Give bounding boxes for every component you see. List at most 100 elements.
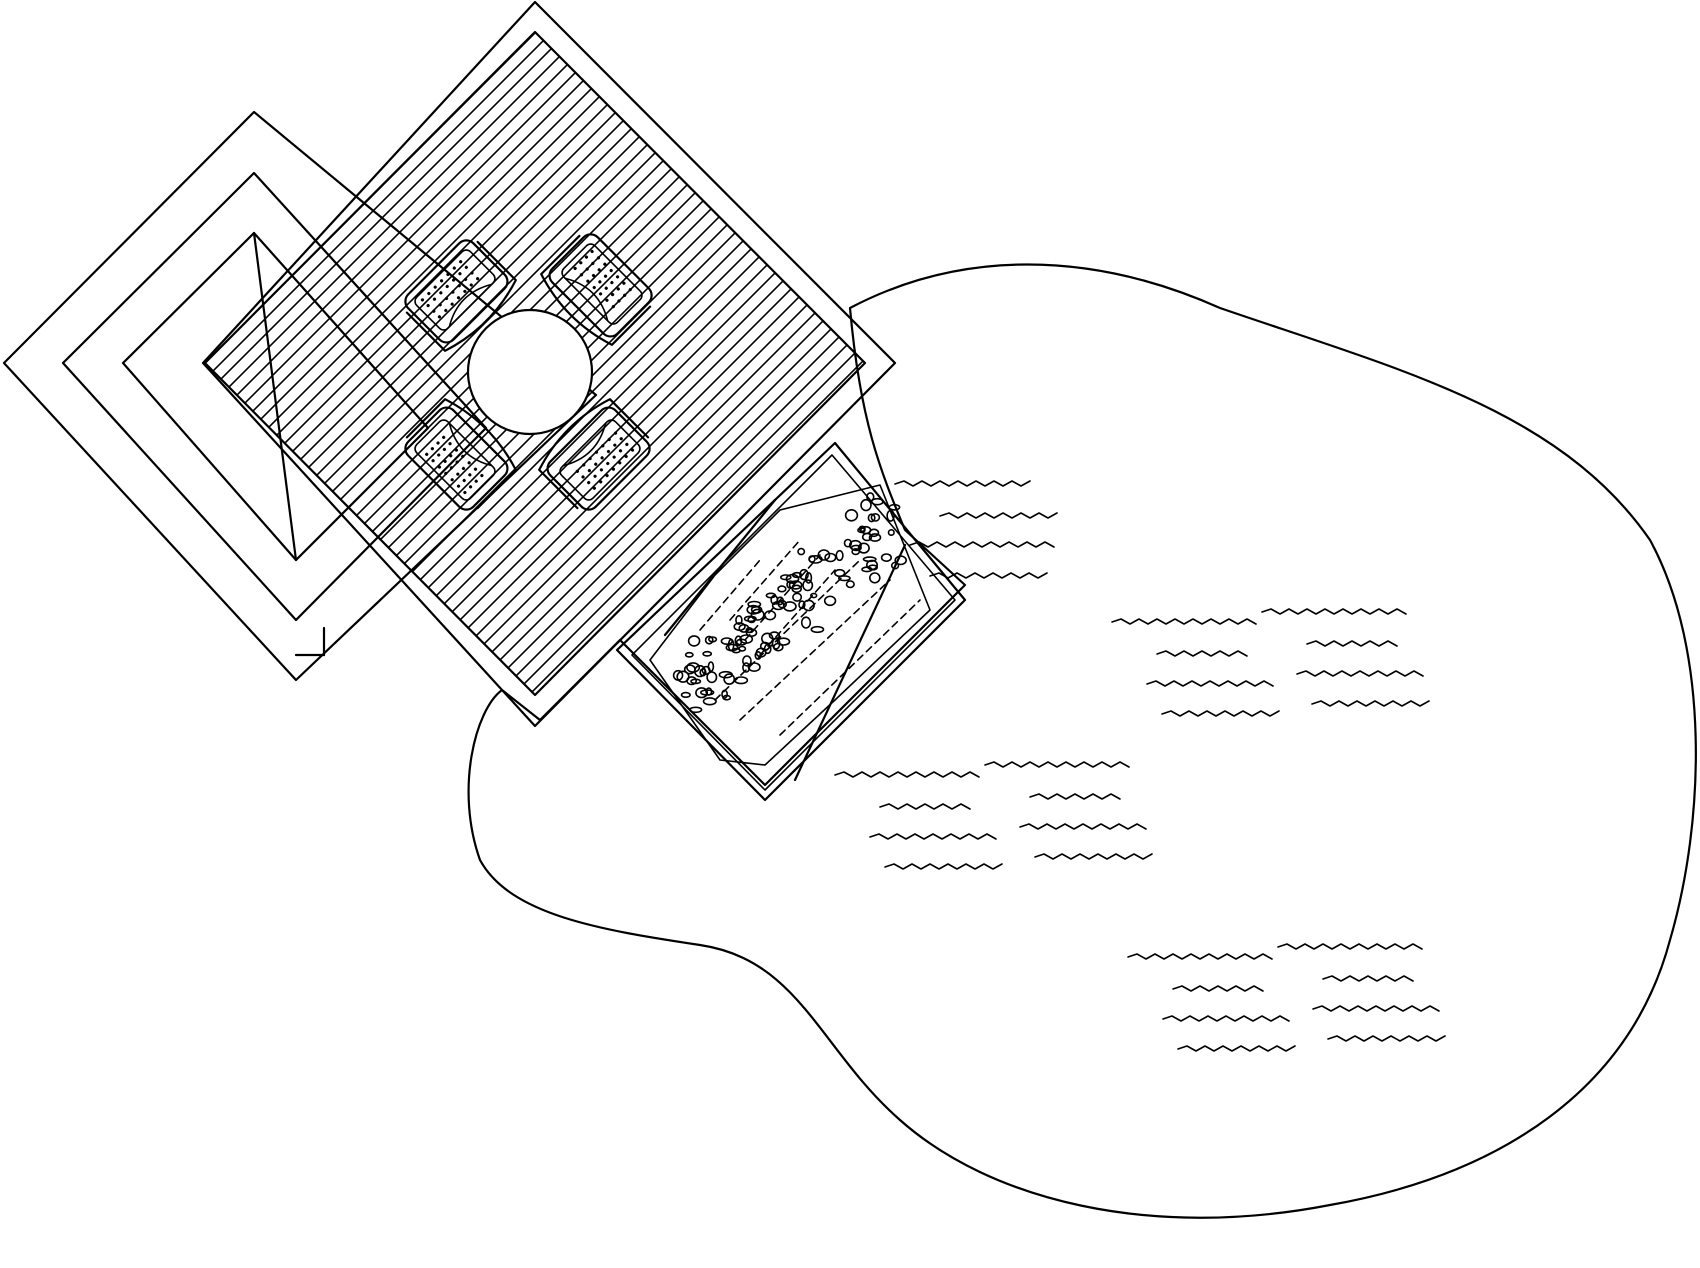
deck-board (831, 32, 865, 695)
pebble (800, 616, 812, 629)
deck-board (239, 32, 865, 695)
deck-board (205, 32, 537, 695)
ripple (1156, 650, 1248, 657)
pebble (860, 498, 872, 512)
pebble (810, 625, 825, 634)
ripple (1177, 1045, 1296, 1052)
deck-board (205, 32, 825, 695)
ripple (929, 572, 1048, 579)
pebble (858, 525, 866, 533)
pebble (695, 687, 709, 699)
deck-board (815, 32, 865, 695)
deck-board (205, 32, 865, 695)
pebble (684, 651, 694, 658)
deck-board (205, 32, 729, 695)
garden-line (759, 569, 836, 656)
ripple (909, 541, 1055, 548)
pebble (861, 532, 873, 542)
pebble (870, 497, 884, 506)
water-ripples (834, 480, 1446, 1052)
deck-board (479, 32, 865, 695)
pebble (706, 671, 718, 684)
ripple (1111, 618, 1257, 625)
deck-board (912, 0, 1700, 1000)
pebble (838, 575, 851, 582)
ripple (869, 833, 997, 840)
deck-board (495, 32, 865, 695)
pebble (808, 555, 816, 563)
ripple (884, 863, 1003, 870)
pebble (792, 592, 803, 602)
pebble (868, 572, 881, 584)
pebble (835, 549, 844, 562)
deck-board (205, 32, 569, 695)
deck-board (639, 32, 865, 695)
deck-board (205, 32, 865, 695)
pebble (704, 635, 714, 645)
pebble (888, 503, 901, 511)
deck-board (511, 32, 865, 695)
round-table (466, 308, 594, 436)
ripple (1296, 670, 1424, 677)
deck-board (205, 32, 633, 695)
pebble (702, 650, 713, 657)
garden-line (739, 579, 891, 721)
ripple (1146, 680, 1274, 687)
pebble (866, 492, 875, 502)
deck-board (205, 32, 865, 695)
deck-board (383, 32, 865, 695)
pebble (894, 555, 908, 566)
ripple (1277, 943, 1423, 950)
pebble (720, 637, 733, 645)
deck-board (205, 32, 865, 695)
deck-board (928, 0, 1700, 1000)
pebble (680, 691, 691, 699)
pebble (750, 608, 765, 621)
deck-board (735, 32, 865, 695)
deck-board (205, 32, 865, 695)
pebble (886, 509, 895, 522)
deck-board (205, 32, 601, 695)
pebble (688, 706, 703, 714)
deck-board (575, 32, 865, 695)
garden-line (744, 554, 821, 641)
deck-board (205, 32, 505, 695)
deck-board (205, 32, 865, 695)
ripple (894, 480, 1031, 487)
pebble (701, 665, 711, 676)
ripple (1322, 975, 1414, 982)
deck-board (205, 32, 865, 695)
deck-board (863, 32, 865, 695)
deck-board (799, 32, 865, 695)
pebble-garden (615, 441, 967, 802)
garden-line (779, 599, 921, 736)
deck-board (205, 32, 665, 695)
pebble (690, 678, 702, 685)
ripple (1019, 823, 1147, 830)
ripple (1261, 608, 1407, 615)
ripple (1312, 1005, 1440, 1012)
pebble (687, 635, 701, 647)
chair (538, 398, 651, 511)
ripple (879, 803, 971, 810)
pebble (799, 568, 809, 581)
pebble (802, 579, 814, 592)
pebble (760, 632, 774, 645)
deck-board (543, 32, 865, 695)
deck-board (687, 32, 865, 695)
pebble (777, 585, 787, 593)
deck-board (415, 32, 865, 695)
deck-board (205, 32, 585, 695)
deck-board (205, 32, 697, 695)
deck-board (399, 32, 865, 695)
pebble (880, 553, 893, 562)
pebble (887, 528, 895, 536)
deck-board (205, 32, 865, 695)
pebble (725, 643, 739, 652)
pebble (857, 542, 870, 554)
ripple (1162, 1015, 1290, 1022)
pebble (693, 664, 706, 678)
deck-board (255, 32, 865, 695)
pebble (735, 614, 743, 625)
chair (540, 233, 653, 346)
